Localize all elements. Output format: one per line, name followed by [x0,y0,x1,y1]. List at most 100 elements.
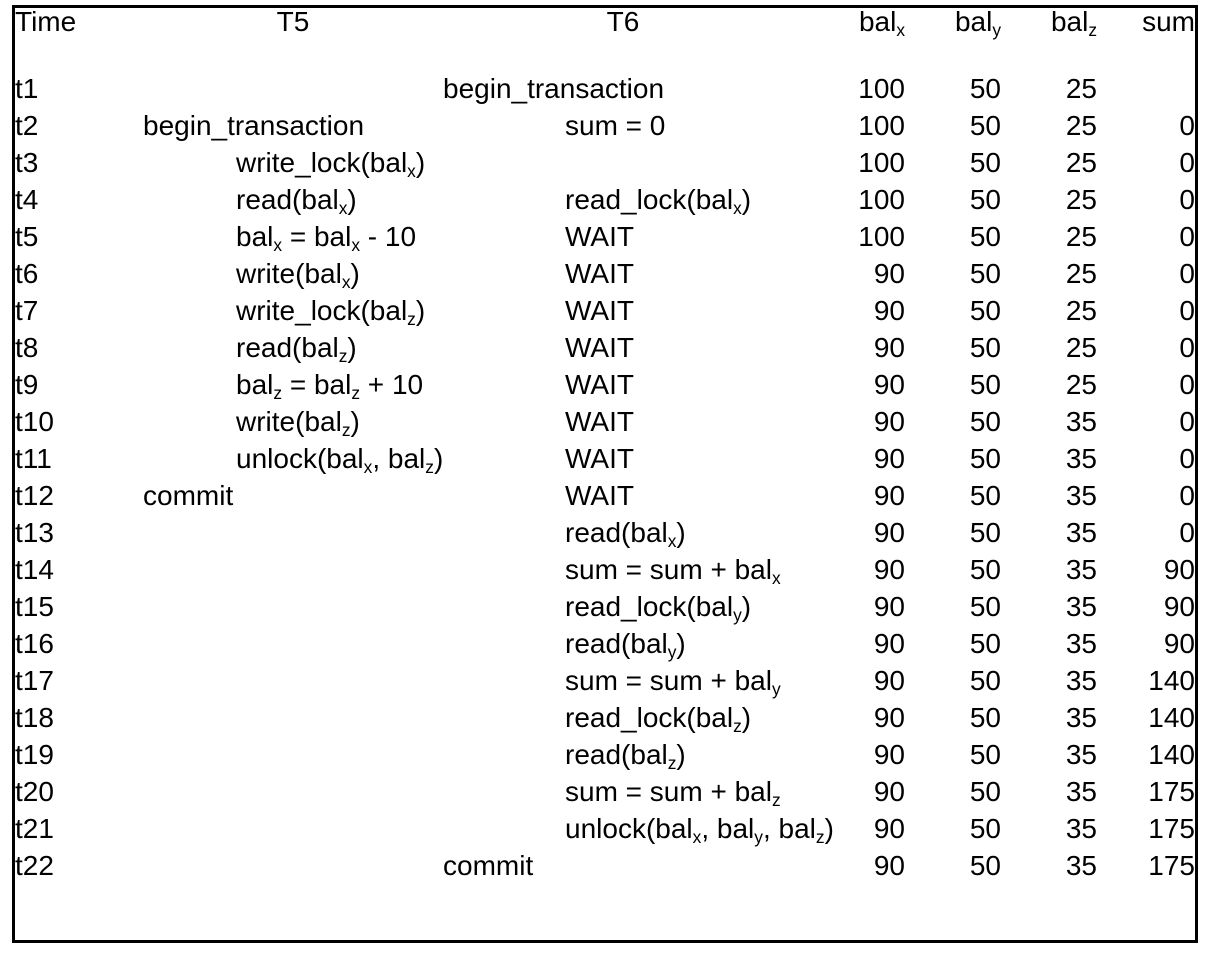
cell-baly: 50 [969,147,1001,178]
cell-sum: 0 [1179,258,1195,289]
cell-balz: 25 [1065,332,1097,363]
cell-balx: 100 [858,110,905,141]
cell-balz: 35 [1065,776,1097,807]
cell-t6-operation: read(balz) [565,739,686,773]
cell-baly: 50 [969,850,1001,881]
cell-sum: 175 [1148,850,1195,881]
cell-sum: 175 [1148,813,1195,844]
cell-balz: 25 [1065,369,1097,400]
cell-balz: 35 [1065,813,1097,844]
cell-balz: 35 [1065,591,1097,622]
cell-t6-operation: begin_transaction [443,73,665,104]
cell-baly: 50 [969,110,1001,141]
cell-t5-operation [143,519,443,556]
cell-baly: 50 [969,702,1001,733]
cell-baly: 50 [969,443,1001,474]
cell-balz: 35 [1065,517,1097,548]
cell-balz: 25 [1065,110,1097,141]
cell-t6-operation: WAIT [565,443,634,474]
cell-baly: 50 [969,813,1001,844]
cell-baly: 50 [969,591,1001,622]
header-spacer-row [15,45,1195,75]
cell-sum: 140 [1148,665,1195,696]
header-row: Time T5 T6 balx baly balz sum [15,8,1195,45]
cell-balx: 90 [873,628,905,659]
cell-t5-operation [143,704,443,741]
cell-time: t2 [15,110,39,141]
cell-balx: 90 [873,591,905,622]
cell-balz: 25 [1065,184,1097,215]
cell-time: t4 [15,184,39,215]
cell-time: t10 [15,406,54,437]
cell-t6-operation: commit [443,850,534,881]
cell-t6-operation: WAIT [565,369,634,400]
cell-baly: 50 [969,776,1001,807]
cell-t5-operation [143,630,443,667]
cell-t6-operation: read_lock(balx) [565,184,752,218]
cell-sum: 0 [1179,517,1195,548]
cell-t6-operation: sum = sum + baly [565,665,781,699]
cell-balx: 90 [873,850,905,881]
cell-time: t16 [15,628,54,659]
cell-sum: 175 [1148,776,1195,807]
cell-balx: 90 [873,702,905,733]
column-header-t5: T5 [276,6,310,37]
cell-t5-operation: read(balx) [236,184,357,218]
cell-t6-operation: WAIT [565,295,634,326]
column-header-time: Time [15,6,77,37]
cell-t6-operation: unlock(balx, baly, balz) [565,813,834,847]
cell-baly: 50 [969,184,1001,215]
cell-time: t18 [15,702,54,733]
column-header-t6: T6 [606,6,640,37]
cell-t5-operation [143,667,443,704]
cell-balx: 90 [873,443,905,474]
cell-balz: 35 [1065,406,1097,437]
cell-sum: 0 [1179,406,1195,437]
cell-time: t8 [15,332,39,363]
cell-time: t11 [15,443,52,474]
cell-balz: 35 [1065,850,1097,881]
cell-balz: 25 [1065,73,1097,104]
column-header-balx: balx [858,6,905,40]
cell-baly: 50 [969,406,1001,437]
cell-balx: 100 [858,147,905,178]
cell-sum: 0 [1179,332,1195,363]
cell-balz: 25 [1065,221,1097,252]
cell-t6-operation: WAIT [565,332,634,363]
cell-balx: 90 [873,517,905,548]
cell-t5-operation [143,852,443,889]
cell-balx: 100 [858,184,905,215]
cell-balx: 90 [873,665,905,696]
cell-balx: 90 [873,739,905,770]
cell-sum: 90 [1163,554,1195,585]
cell-t5-operation: commit [143,480,234,511]
cell-time: t20 [15,776,54,807]
cell-t6-operation: WAIT [565,480,634,511]
subscript-y: y [992,19,1001,40]
cell-time: t6 [15,258,39,289]
cell-balz: 35 [1065,554,1097,585]
cell-t6-operation [443,149,803,186]
cell-t6-operation: read_lock(baly) [565,591,752,625]
cell-time: t14 [15,554,54,585]
cell-baly: 50 [969,369,1001,400]
cell-balx: 90 [873,406,905,437]
cell-time: t21 [15,813,54,844]
cell-t5-operation [143,75,443,112]
cell-t5-operation: unlock(balx, balz) [236,443,444,477]
